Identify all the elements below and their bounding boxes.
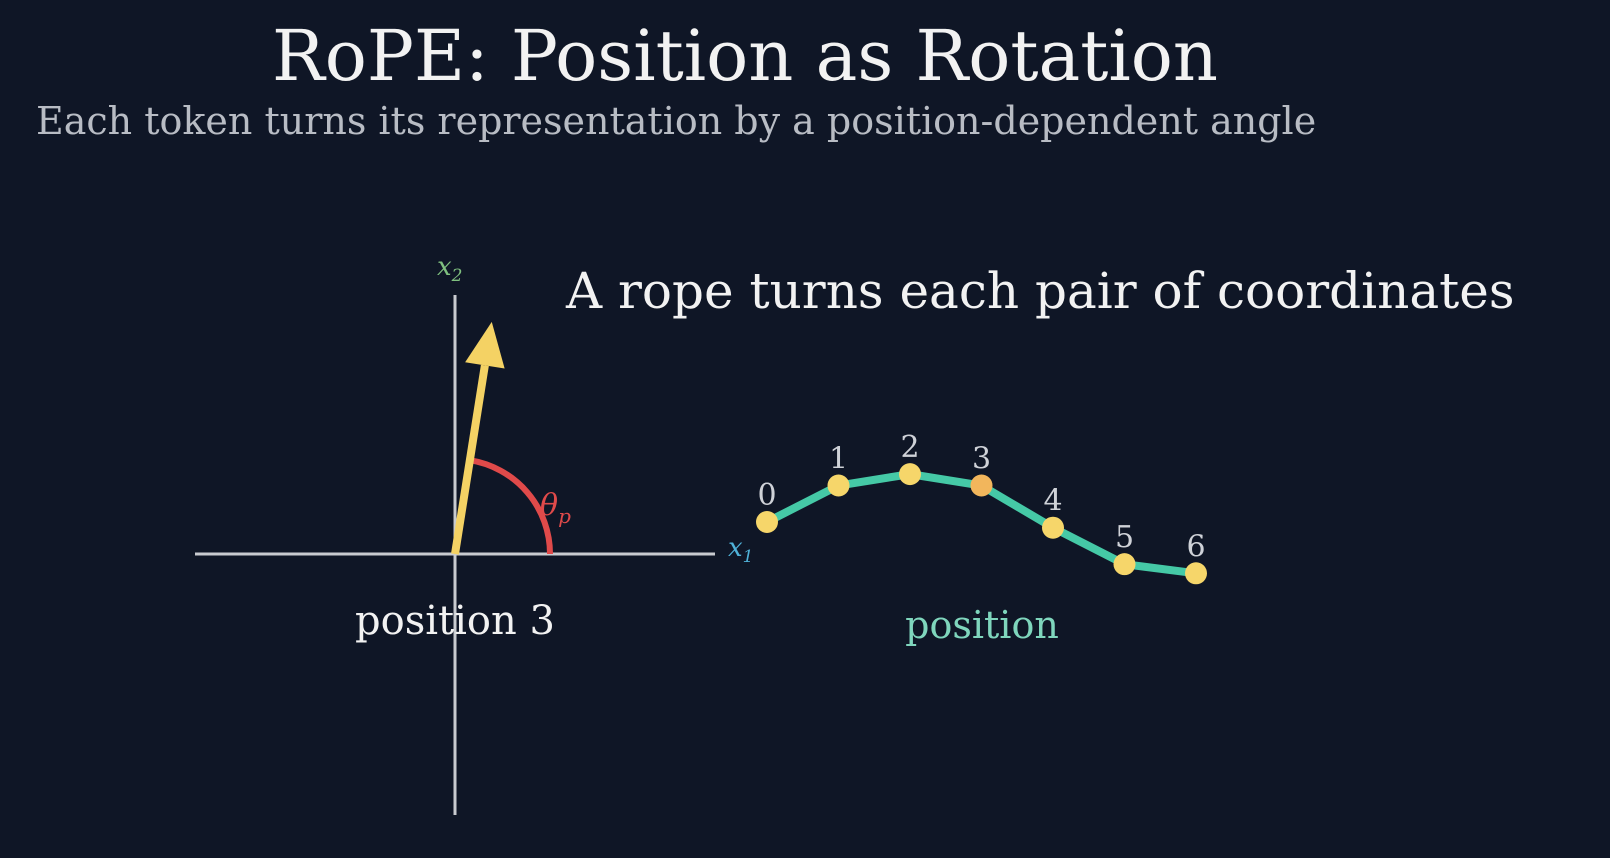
rope-node-5 — [1113, 553, 1136, 576]
vector-arrowhead — [465, 321, 505, 369]
angle-arc — [469, 457, 553, 555]
x1-axis-label: x1 — [728, 533, 754, 567]
rope-node-label-2: 2 — [900, 430, 919, 465]
x2-axis-label: x2 — [437, 252, 463, 286]
rope-panel: A rope turns each pair of coordinates 0 1… — [565, 262, 1515, 647]
rope-node-label-6: 6 — [1186, 529, 1205, 564]
rope-node-label-1: 1 — [829, 442, 848, 477]
rope-node-label-4: 4 — [1043, 484, 1062, 519]
rope-node-1 — [827, 474, 850, 497]
position-axis-caption: position — [905, 603, 1059, 647]
rope-node-0 — [756, 511, 778, 533]
slide-title: RoPE: Position as Rotation — [272, 15, 1218, 97]
rotated-vector — [451, 364, 489, 555]
slide-subtitle: Each token turns its representation by a… — [36, 99, 1316, 143]
rope-node-6 — [1185, 562, 1207, 585]
rope-node-4 — [1042, 516, 1064, 539]
rope-node-label-3: 3 — [972, 442, 991, 477]
theta-p-label: θp — [540, 488, 571, 528]
rotation-panel: x2 x1 θp position 3 — [195, 252, 754, 815]
rope-node-label-0: 0 — [757, 478, 776, 513]
rope-node-2 — [899, 463, 921, 486]
rope-node-label-5: 5 — [1115, 520, 1134, 555]
rope-heading: A rope turns each pair of coordinates — [565, 262, 1515, 320]
rope-nodes: 0 1 2 3 4 5 6 — [756, 430, 1207, 585]
rope-node-3 — [970, 474, 993, 497]
position-caption: position 3 — [355, 598, 555, 644]
